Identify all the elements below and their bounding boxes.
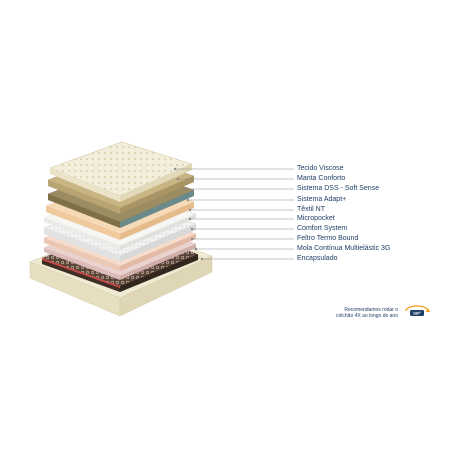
- label-tecido-viscose: Tecido Viscose: [297, 165, 344, 172]
- leader-dot-comfort-system: [190, 227, 194, 231]
- leader-dot-manta-conforto: [176, 177, 180, 181]
- layer-tecido-viscose: [49, 141, 193, 202]
- label-manta-conforto: Manta Conforto: [297, 175, 346, 182]
- label-feltro-termo-bound: Feltro Termo Bound: [297, 235, 359, 242]
- label-micropocket: Micropocket: [297, 215, 335, 222]
- label-sistema-dss: Sistema DSS - Soft Sense: [297, 185, 380, 192]
- note-line-2: colchão 4X ao longo do ano: [336, 313, 398, 319]
- leader-lines: [173, 167, 294, 261]
- badge-background: [410, 310, 424, 316]
- label-encapsulado: Encapsulado: [297, 255, 338, 262]
- rotate-arrow-arc: [405, 305, 429, 312]
- rotate-180-icon: 180°: [405, 305, 430, 316]
- badge-text: 180°: [413, 311, 422, 316]
- label-mola-continua: Mola Contínua Multielástic 3G: [297, 245, 391, 252]
- label-textil-nt: Têxtil NT: [297, 206, 325, 213]
- leader-dot-mola-continua: [194, 247, 198, 251]
- leader-dot-micropocket: [188, 217, 192, 221]
- leader-dot-feltro-termo-bound: [190, 237, 194, 241]
- leader-dot-sistema-adapt: [186, 198, 190, 202]
- leader-dot-sistema-dss: [184, 187, 188, 191]
- label-comfort-system: Comfort System: [297, 225, 348, 232]
- note-line-1: Recomendamos rodar o: [344, 307, 398, 313]
- leader-dot-textil-nt: [188, 208, 192, 212]
- leader-dot-tecido-viscose: [173, 167, 177, 171]
- rotation-recommendation-note: Recomendamos rodar o colchão 4X ao longo…: [320, 307, 398, 319]
- label-sistema-adapt: Sistema Adapt+: [297, 196, 347, 203]
- rotate-arrow-head: [426, 308, 430, 312]
- leader-dot-encapsulado: [200, 257, 204, 261]
